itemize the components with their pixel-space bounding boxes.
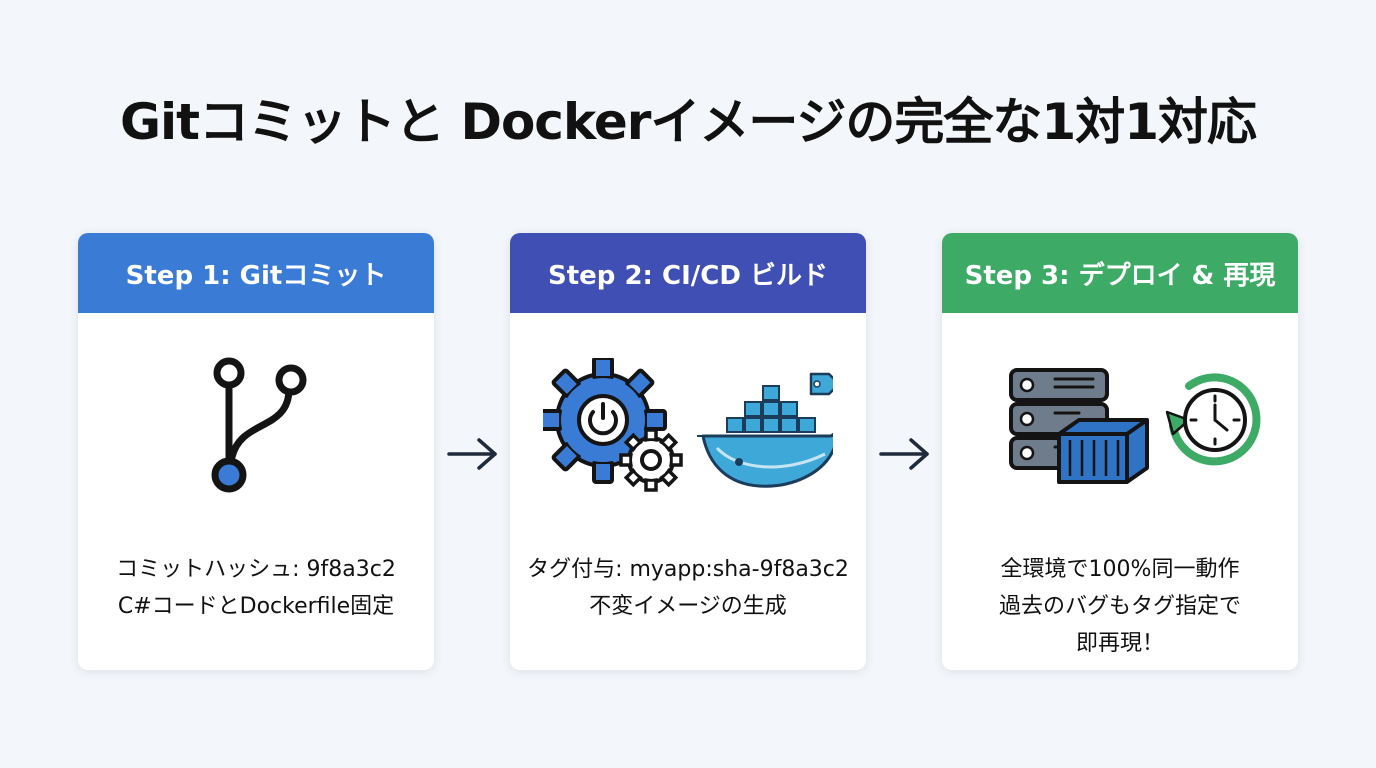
step-description-1: コミットハッシュ: 9f8a3c2 C#コードとDockerfile固定 <box>88 551 424 625</box>
step-header-3: Step 3: デプロイ & 再現 <box>942 233 1298 313</box>
git-branch-icon <box>78 343 434 513</box>
step-card-2: Step 2: CI/CD ビルド <box>510 233 866 670</box>
arrow-right-icon <box>447 438 497 470</box>
step-header-2: Step 2: CI/CD ビルド <box>510 233 866 313</box>
arrow-right-icon <box>879 438 929 470</box>
step-description-3: 全環境で100%同一動作 過去のバグもタグ指定で 即再現！ <box>952 551 1288 662</box>
step-1-line-2: C#コードとDockerfile固定 <box>117 594 395 619</box>
server-container-clock-icon <box>942 343 1298 513</box>
step-3-line-3: 即再現！ <box>1075 631 1164 656</box>
step-1-line-1: コミットハッシュ: 9f8a3c2 <box>116 557 396 582</box>
gear-docker-icon <box>510 343 866 513</box>
page-title: Gitコミットと Dockerイメージの完全な1対1対応 <box>119 93 1257 151</box>
step-2-line-2: 不変イメージの生成 <box>589 594 787 619</box>
step-header-1: Step 1: Gitコミット <box>78 233 434 313</box>
step-2-line-1: タグ付与: myapp:sha-9f8a3c2 <box>527 557 849 582</box>
step-3-line-1: 全環境で100%同一動作 <box>1000 557 1240 582</box>
step-3-line-2: 過去のバグもタグ指定で <box>998 594 1241 619</box>
step-description-2: タグ付与: myapp:sha-9f8a3c2 不変イメージの生成 <box>520 551 856 625</box>
step-card-1: Step 1: Gitコミット コミットハッシュ: 9f8a3c2 C#コードと… <box>78 233 434 670</box>
step-card-3: Step 3: デプロイ & 再現 <box>942 233 1298 670</box>
